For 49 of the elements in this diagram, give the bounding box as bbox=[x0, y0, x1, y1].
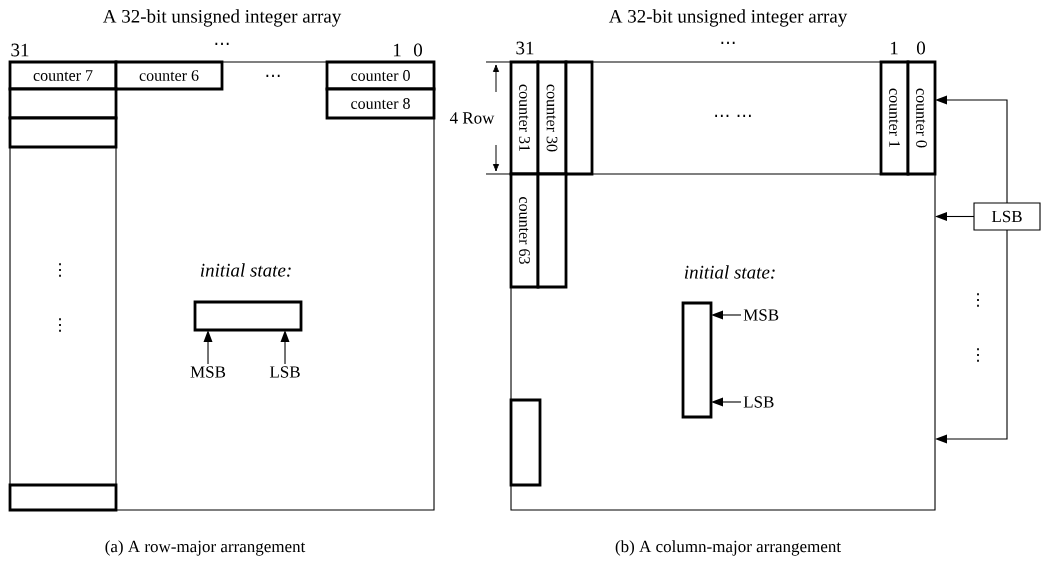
bit-label: MSB bbox=[743, 309, 779, 321]
bit-label: LSB bbox=[269, 366, 300, 378]
counter-cell: counter 7 bbox=[8, 60, 118, 91]
lsb-box: LSB bbox=[973, 202, 1041, 231]
counter-cell: counter 30 bbox=[536, 60, 568, 176]
caption: (b) A column-major arrangement bbox=[615, 540, 841, 556]
arrow bbox=[203, 330, 213, 365]
caption: (a) A row-major arrangement bbox=[105, 540, 306, 556]
ellipsis: ⋮ bbox=[59, 263, 61, 277]
counter-cell: counter 0 bbox=[906, 60, 937, 176]
arrow bbox=[935, 212, 975, 221]
bit-number: 31 bbox=[11, 43, 29, 57]
ellipsis: ⋯ bbox=[721, 41, 735, 44]
empty-cell bbox=[8, 116, 118, 149]
empty-cell bbox=[564, 60, 594, 176]
bit-number: 0 bbox=[414, 43, 423, 57]
empty-cell bbox=[8, 87, 118, 120]
counter-cell: counter 8 bbox=[325, 87, 436, 120]
empty-cell bbox=[8, 483, 118, 512]
counter-cell: counter 1 bbox=[879, 60, 910, 176]
state-heading: initial state: bbox=[200, 263, 291, 277]
ellipsis: ⋮ bbox=[977, 293, 979, 307]
ellipsis: ⋮ bbox=[977, 348, 979, 362]
empty-cell bbox=[509, 398, 542, 487]
counter-cell: counter 6 bbox=[114, 60, 224, 91]
initial-state-bar bbox=[681, 301, 713, 419]
bit-number: 1 bbox=[393, 43, 401, 57]
arrow bbox=[935, 229, 1008, 444]
counter-cell: counter 0 bbox=[325, 60, 436, 91]
bit-label: LSB bbox=[743, 396, 774, 408]
arrow bbox=[711, 310, 742, 320]
ellipsis: ⋯ bbox=[215, 42, 229, 45]
state-heading: initial state: bbox=[684, 265, 775, 279]
ellipsis: ⋮ bbox=[59, 318, 61, 332]
arrow bbox=[711, 397, 742, 407]
arrow bbox=[935, 95, 1008, 204]
bit-number: 0 bbox=[917, 41, 925, 55]
ellipsis: ⋯ ⋯ bbox=[715, 114, 751, 117]
arrow bbox=[280, 330, 290, 365]
bit-number: 31 bbox=[516, 41, 534, 55]
bit-number: 1 bbox=[890, 41, 898, 55]
dimension-text: 4 Row bbox=[449, 112, 495, 124]
initial-state-bar bbox=[193, 300, 303, 332]
counter-cell: counter 63 bbox=[509, 172, 540, 289]
array-title: A 32-bit unsigned integer array bbox=[102, 9, 342, 27]
ellipsis: ⋯ bbox=[266, 74, 280, 77]
counter-cell: counter 31 bbox=[509, 60, 540, 176]
array-title: A 32-bit unsigned integer array bbox=[608, 9, 848, 27]
bit-label: MSB bbox=[190, 366, 226, 378]
